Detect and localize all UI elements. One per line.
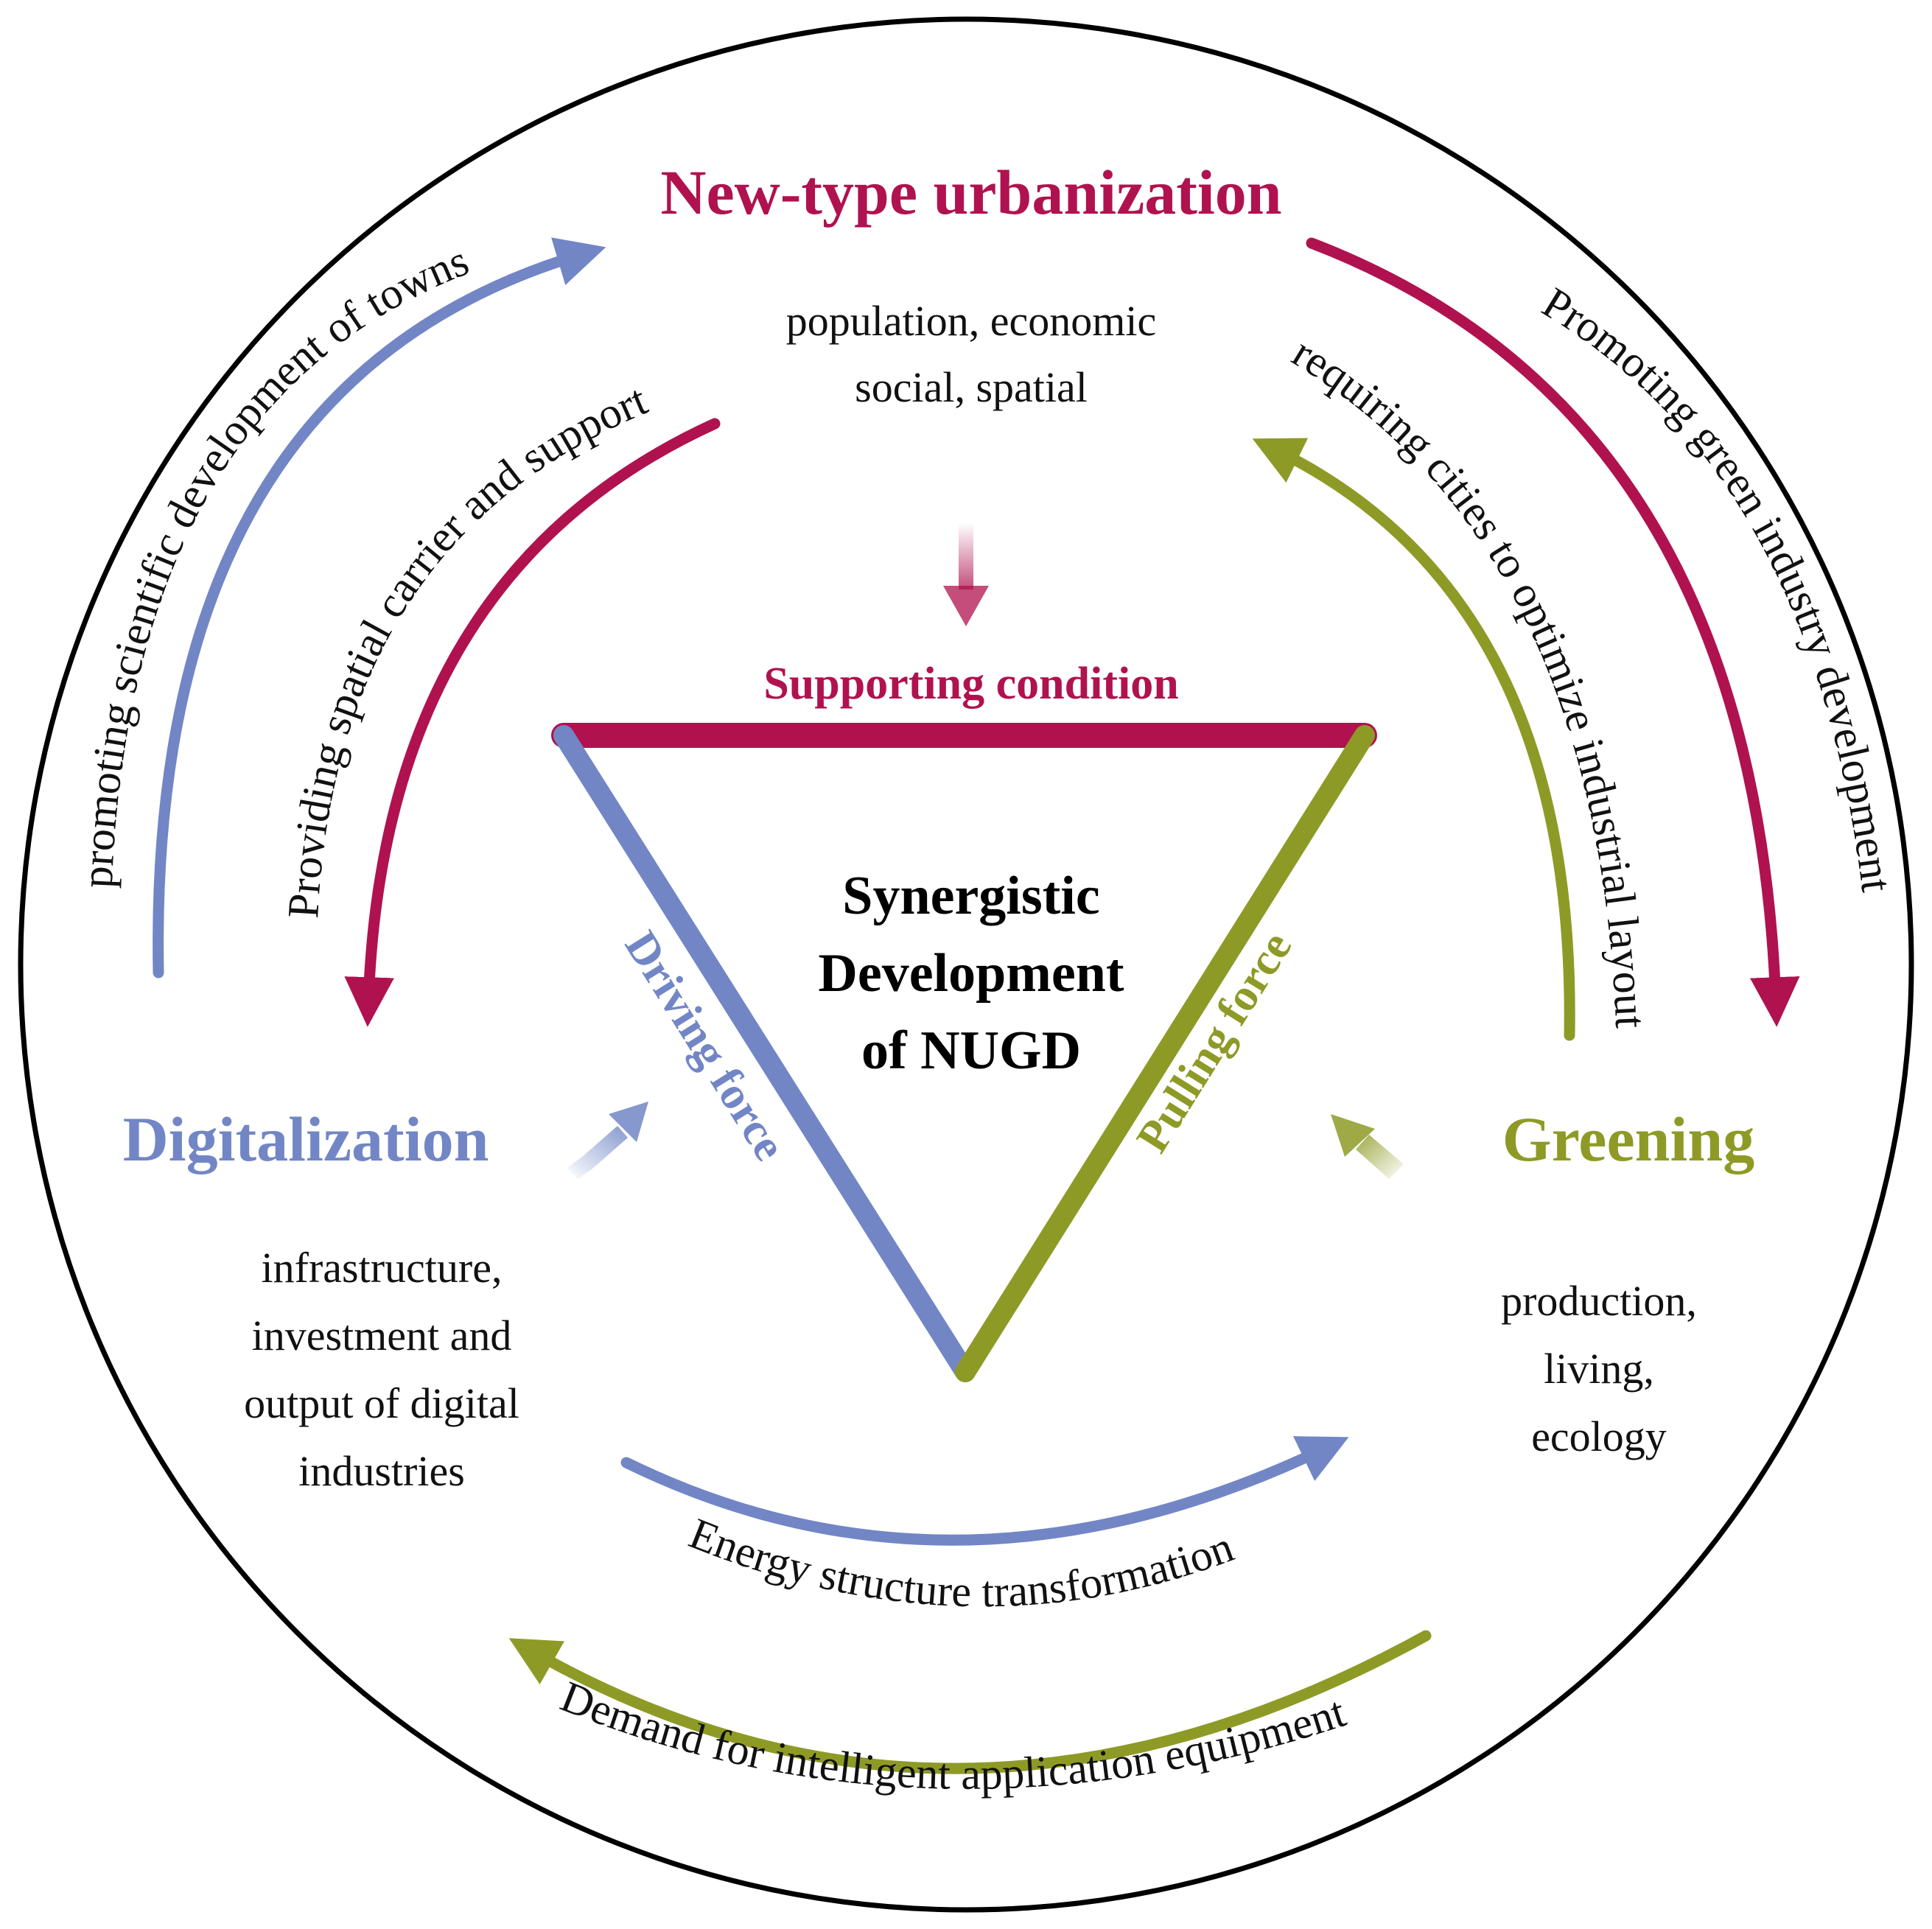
arrow-green-to-dig xyxy=(508,1630,1432,1774)
arrow-urb-to-green xyxy=(1306,237,1800,1027)
digitalization-desc-2: investment and xyxy=(252,1312,512,1359)
digitalization-title: Digitalization xyxy=(123,1104,489,1174)
outer-circle xyxy=(18,16,1914,1913)
flow-label-dig-to-green: Energy structure transformation xyxy=(683,1509,1239,1617)
arrow-dig-to-urb xyxy=(153,237,606,978)
center-line-2: Development xyxy=(818,943,1124,1004)
greening-desc-1: production, xyxy=(1501,1277,1697,1325)
supporting-condition-label: Supporting condition xyxy=(763,659,1178,709)
digitalization-desc-4: industries xyxy=(298,1447,465,1495)
flow-label-green-to-dig: Demand for intelligent application equip… xyxy=(554,1672,1351,1799)
urbanization-title: New-type urbanization xyxy=(660,157,1281,228)
digitalization-desc-3: output of digital xyxy=(244,1379,519,1427)
center-line-3: of NUGD xyxy=(861,1020,1081,1081)
triangle-left-edge xyxy=(553,725,976,1382)
digitalization-desc-1: infrastructure, xyxy=(262,1244,503,1292)
fade-arrow-right xyxy=(1331,1114,1404,1179)
arrow-dig-to-green xyxy=(620,1436,1349,1546)
arrow-green-to-urb xyxy=(1252,438,1575,1041)
urbanization-desc-2: social, spatial xyxy=(855,363,1088,411)
urbanization-desc-1: population, economic xyxy=(786,297,1157,345)
fade-arrow-top xyxy=(943,523,989,626)
greening-desc-3: ecology xyxy=(1531,1412,1667,1460)
greening-desc-2: living, xyxy=(1544,1345,1654,1393)
flow-label-green-to-urb: requiring cities to optimize industrial … xyxy=(1284,328,1655,1030)
fade-arrow-left xyxy=(567,1102,648,1179)
triangle-right-edge xyxy=(955,725,1375,1382)
greening-title: Greening xyxy=(1502,1104,1754,1174)
arrow-urb-to-dig xyxy=(344,418,721,1027)
center-line-1: Synergistic xyxy=(842,866,1099,926)
